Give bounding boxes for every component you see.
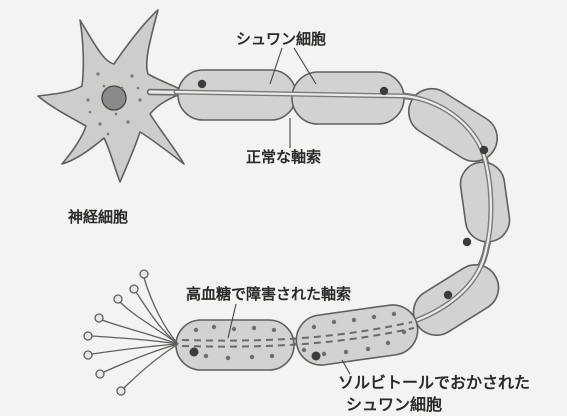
axon-terminals — [92, 278, 178, 388]
terminal-buttons — [84, 270, 148, 395]
neuron-nucleus — [102, 86, 126, 110]
label-schwann-cell: シュワン細胞 — [236, 30, 326, 48]
schwann-cell — [458, 159, 513, 244]
label-sorbitol-schwann: ソルビトールでおかされた シュワン細胞 — [338, 372, 530, 416]
label-neuron: 神経細胞 — [68, 208, 128, 226]
label-sorbitol-line2: シュワン細胞 — [338, 394, 530, 416]
label-normal-axon: 正常な軸索 — [246, 148, 321, 166]
label-sorbitol-line1: ソルビトールでおかされた — [338, 372, 530, 394]
schwann-cells-damaged — [176, 302, 421, 370]
label-damaged-axon: 高血糖で障害された軸索 — [186, 285, 351, 303]
schwann-cell — [400, 80, 506, 170]
